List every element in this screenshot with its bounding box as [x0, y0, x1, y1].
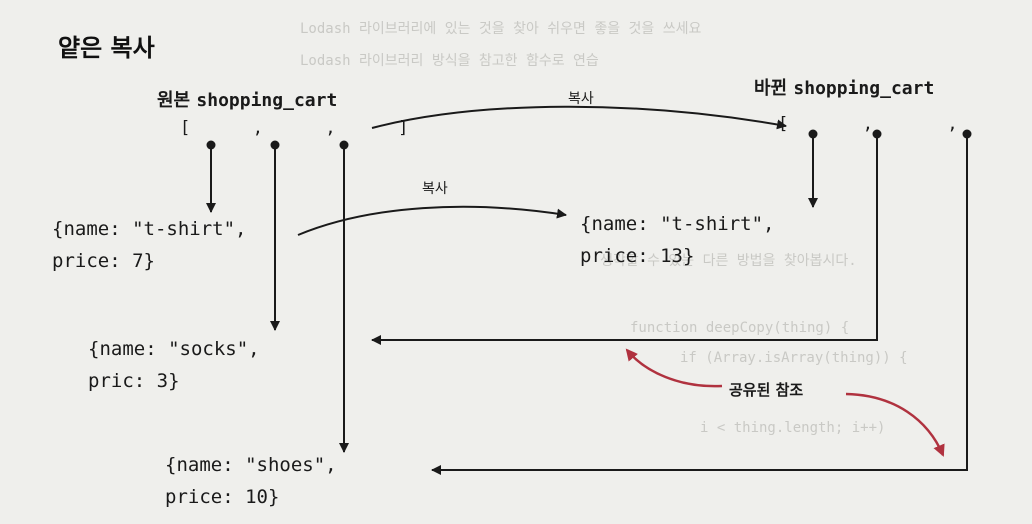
original-label-word: 원본 [157, 90, 191, 111]
arrow-new-to-shoes [431, 134, 968, 475]
socks-object: {name: "socks", pric: 3} [88, 333, 260, 397]
tshirt-line-1: {name: "t-shirt", [52, 218, 247, 240]
changed-var-name: shopping_cart [793, 78, 935, 99]
shoes-object: {name: "shoes", price: 10} [165, 449, 337, 513]
shoes-line-1: {name: "shoes", [165, 454, 337, 476]
arrow-new-to-socks [371, 134, 878, 345]
original-var-name: shopping_cart [196, 90, 338, 111]
tshirt-line-2: price: 7} [52, 250, 155, 272]
changed-label-word: 바뀐 [754, 78, 788, 99]
tshirt-object-copy: {name: "t-shirt", price: 13} [580, 208, 774, 272]
socks-line-2: pric: 3} [88, 370, 180, 392]
shoes-line-2: price: 10} [165, 486, 280, 508]
tshirt-object-original: {name: "t-shirt", price: 7} [52, 213, 246, 277]
shared-reference-label: 공유된 참조 [726, 379, 807, 400]
shared-ref-arrow-left [625, 348, 723, 388]
original-array-brackets: [ , , ] [180, 118, 423, 138]
tshirt-copy-line-2: price: 13} [580, 245, 695, 267]
tshirt-copy-line-1: {name: "t-shirt", [580, 213, 775, 235]
socks-line-1: {name: "socks", [88, 338, 260, 360]
arrow-copy-array [371, 105, 787, 130]
copy-label-top: 복사 [568, 91, 594, 107]
copy-label-mid: 복사 [422, 181, 448, 197]
page-title: 얕은 복사 [58, 34, 155, 62]
original-array-label: 원본 shopping_cart [157, 86, 337, 112]
changed-array-brackets: [ , , ] [778, 114, 976, 134]
changed-array-label: 바뀐 shopping_cart [754, 74, 934, 100]
shared-ref-arrow-right [845, 392, 945, 457]
arrow-copy-tshirt [297, 205, 567, 236]
